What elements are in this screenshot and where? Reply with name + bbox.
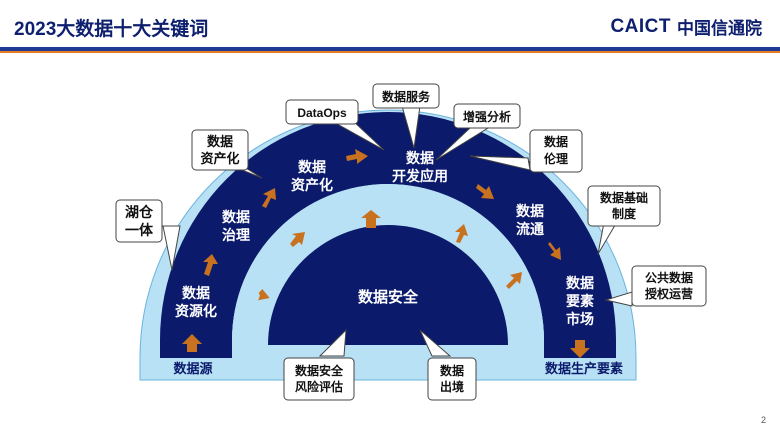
- arrow-inner-2: [290, 232, 305, 247]
- arrow-inner-5: [506, 272, 522, 289]
- page-number: 2: [760, 415, 766, 425]
- stage-market: 数据要素市场: [566, 275, 594, 327]
- header-accent-rule: [0, 51, 780, 53]
- center-core: [268, 225, 508, 345]
- logo-cn: 中国信通院: [677, 19, 762, 38]
- callout-export-box: [427, 357, 477, 401]
- callout-asset: 数据资产化: [200, 134, 239, 166]
- arrow-source-up: [182, 334, 202, 352]
- callout-ethics: 数据伦理: [544, 134, 568, 166]
- callout-lake-box: [115, 199, 163, 243]
- stage-capitalization: 数据资产化: [291, 159, 333, 193]
- base-right-label: 数据生产要素: [545, 361, 623, 376]
- arrow-outer-3: [346, 149, 368, 164]
- callout-public-box: [631, 265, 707, 307]
- callout-export: 数据出境: [440, 363, 464, 394]
- stage-circulation: 数据流通: [516, 203, 544, 237]
- arrow-inner-4: [455, 224, 468, 243]
- arrow-outer-2: [262, 188, 276, 208]
- callout-asset-box: [191, 129, 249, 171]
- flow-arrows: [182, 149, 590, 358]
- callout-ethics-box: [529, 129, 583, 173]
- logo-en: CAICT: [610, 15, 671, 37]
- callout-service-box: [372, 83, 440, 109]
- base-left-label: 数据源: [173, 361, 212, 376]
- callout-dataops-box: [285, 99, 359, 125]
- callout-infra: 数据基础制度: [600, 190, 648, 221]
- stage-resource: 数据资源化: [175, 285, 217, 319]
- arrow-market-down: [570, 340, 590, 358]
- callout-analytics-box: [453, 103, 521, 129]
- callout-risk: 数据安全风险评估: [295, 363, 344, 394]
- stage-governance: 数据治理: [222, 209, 250, 243]
- callout-service: 数据服务: [382, 89, 431, 104]
- arrow-outer-5: [548, 242, 561, 260]
- arrow-inner-1: [258, 288, 270, 301]
- callout-dataops: DataOps: [297, 106, 347, 120]
- arrow-inner-3: [361, 210, 381, 228]
- center-label: 数据安全: [358, 288, 419, 306]
- callout-risk-box: [283, 357, 355, 401]
- navy-arc-band: [160, 112, 616, 340]
- stage-development: 数据开发应用: [392, 150, 448, 184]
- header-rule: [0, 47, 780, 51]
- callout-infra-box: [587, 185, 661, 227]
- callout-analytics: 增强分析: [463, 109, 511, 124]
- arrow-outer-4: [476, 184, 494, 199]
- caict-logo: CAICT 中国信通院: [610, 14, 762, 39]
- inner-light-band: [232, 184, 544, 340]
- page-title: 2023大数据十大关键词: [14, 19, 209, 40]
- arrow-outer-1: [203, 254, 218, 276]
- callout-lake: 湖仓一体: [125, 204, 154, 238]
- callout-public: 公共数据授权运营: [645, 270, 693, 301]
